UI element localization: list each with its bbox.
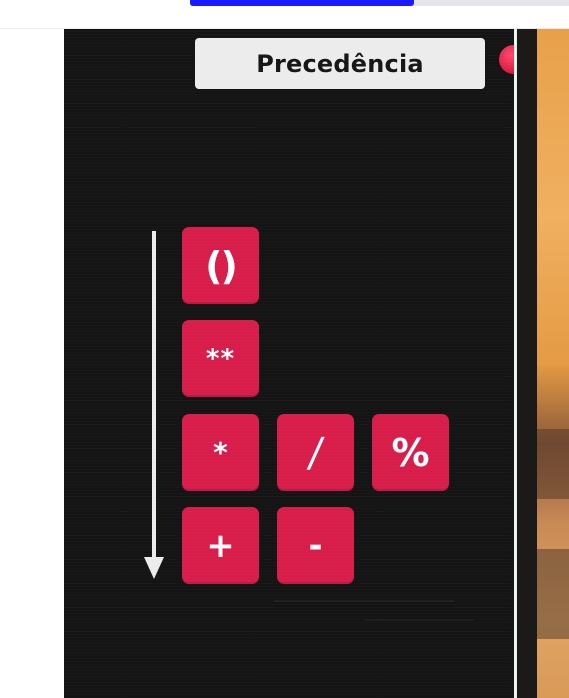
operator-key-parentheses: ()	[182, 227, 259, 304]
operator-key-exponent: **	[182, 320, 259, 397]
room-background	[537, 29, 569, 698]
chalkboard-slide: Precedência () ** * / % + -	[64, 29, 528, 698]
precedence-arrow-line	[152, 231, 156, 561]
operator-key-modulo: %	[372, 414, 449, 491]
operator-symbol: %	[391, 430, 430, 475]
operator-key-subtract: -	[277, 507, 354, 584]
video-player[interactable]: Precedência () ** * / % + -	[64, 29, 569, 698]
board-smudge	[274, 600, 454, 602]
down-arrow-icon	[144, 557, 164, 579]
operator-key-multiply: *	[182, 414, 259, 491]
video-progress-bar[interactable]	[190, 0, 569, 6]
board-frame-edge	[514, 29, 517, 698]
operator-key-divide: /	[277, 414, 354, 491]
board-smudge	[364, 619, 474, 621]
operator-symbol: ()	[205, 243, 238, 288]
operator-symbol: *	[213, 435, 228, 469]
video-progress-fill	[190, 0, 414, 6]
operator-symbol: /	[305, 429, 326, 476]
operator-symbol: +	[206, 525, 235, 566]
slide-title: Precedência	[256, 49, 424, 78]
operator-symbol: **	[205, 343, 236, 374]
room-shadow	[537, 429, 569, 499]
board-frame-shadow	[517, 29, 537, 698]
operator-symbol: -	[308, 525, 323, 566]
room-shadow	[537, 549, 569, 639]
operator-key-add: +	[182, 507, 259, 584]
slide-title-box: Precedência	[195, 38, 485, 89]
header-divider	[0, 28, 569, 29]
